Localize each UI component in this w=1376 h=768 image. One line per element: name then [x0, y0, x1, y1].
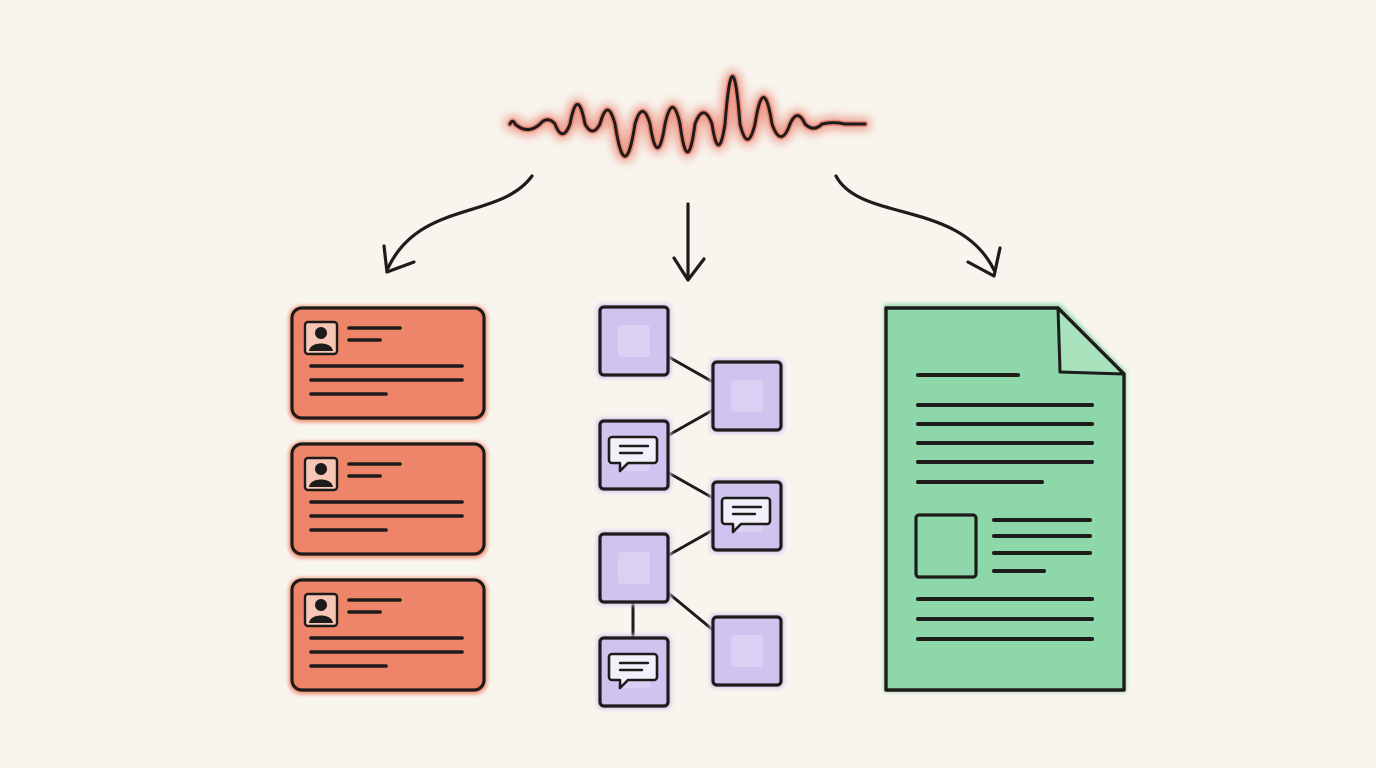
arrow-left — [382, 174, 534, 274]
document-fill — [884, 304, 1126, 692]
document-outline — [884, 306, 1126, 692]
profile-card-outline — [290, 442, 486, 556]
user-profile-icon — [303, 592, 339, 628]
document-text-lines — [916, 373, 1094, 641]
graph-edge — [665, 470, 715, 500]
profile-card-text-lines — [309, 598, 464, 668]
graph-edge — [665, 408, 715, 438]
sound-wave-icon — [504, 70, 871, 163]
document-image-placeholder — [914, 513, 978, 579]
profile-card-outline — [290, 578, 486, 692]
graph-edge — [665, 528, 715, 558]
profile-card-text-lines — [309, 326, 464, 396]
profile-card — [289, 442, 487, 558]
profile-card — [289, 578, 487, 694]
graph-node-chat — [597, 418, 671, 492]
graph-node — [710, 359, 784, 433]
user-profile-icon — [303, 456, 339, 492]
chat-bubble-icon — [607, 435, 659, 473]
graph-edge — [665, 354, 715, 384]
arrows — [382, 174, 1002, 282]
profile-card-outline — [290, 306, 486, 420]
sound-wave-line — [508, 74, 867, 158]
graph-edge — [665, 590, 715, 632]
graph-node-chat — [710, 479, 784, 553]
document-icon — [884, 304, 1126, 692]
sound-wave-glow — [504, 70, 871, 163]
graph-node — [710, 614, 784, 688]
arrow-right — [834, 174, 1002, 278]
chat-bubble-icon — [720, 496, 772, 534]
graph-node-chat — [597, 635, 671, 709]
graph-node — [597, 531, 671, 605]
node-graph — [597, 304, 784, 709]
chat-bubble-icon — [607, 652, 659, 690]
user-profile-icon — [303, 320, 339, 356]
document-fold-outline — [1056, 307, 1125, 376]
profile-card-text-lines — [309, 462, 464, 532]
profile-cards — [289, 306, 487, 694]
arrow-center — [672, 202, 706, 282]
graph-node — [597, 304, 671, 378]
graph-edges — [631, 354, 715, 640]
profile-card — [289, 306, 487, 422]
